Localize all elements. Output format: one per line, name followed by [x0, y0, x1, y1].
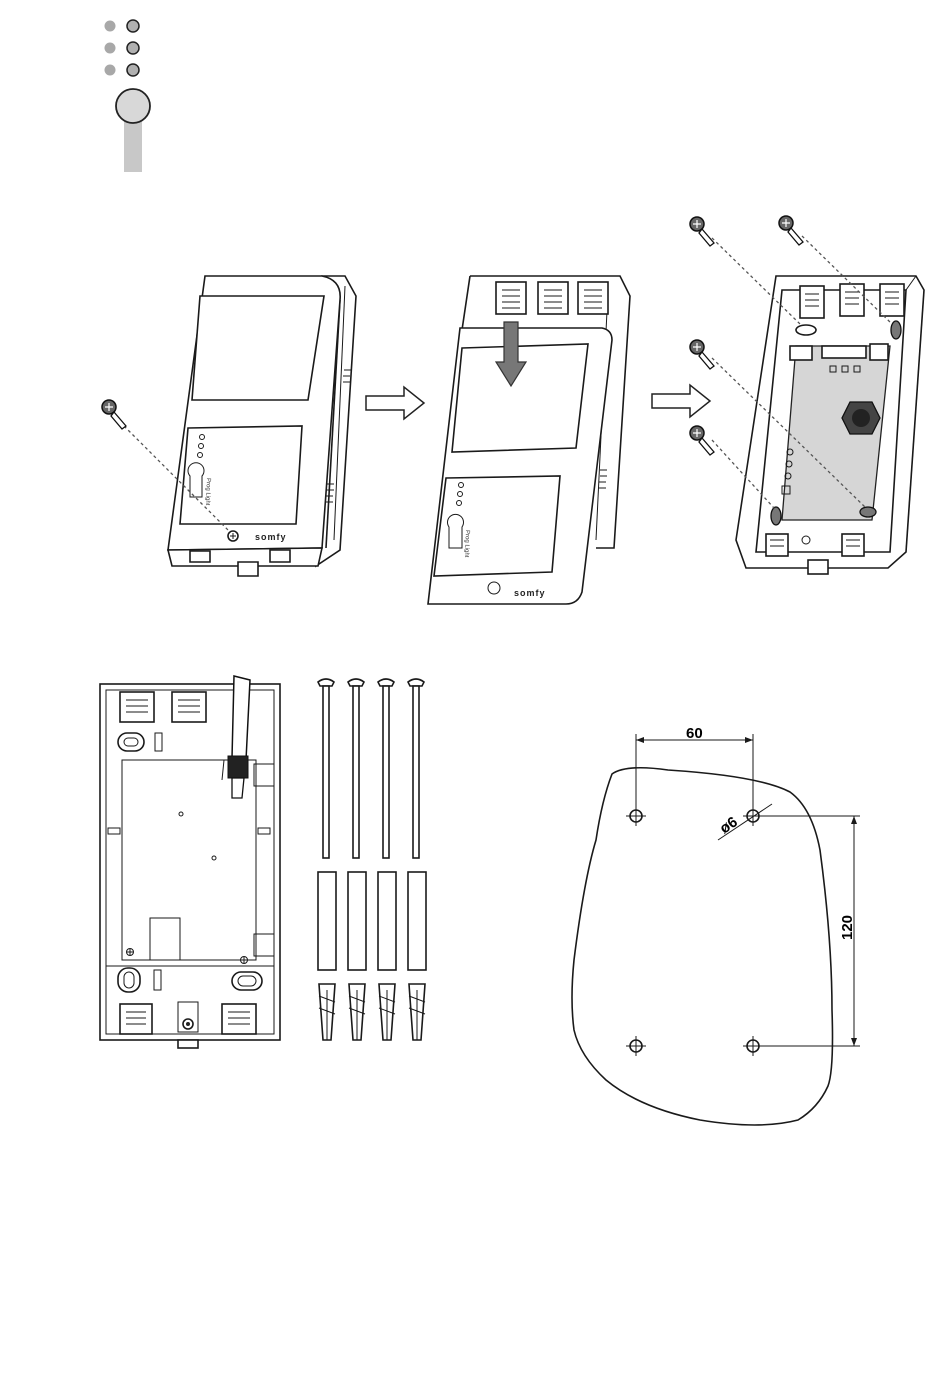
drill-hole-bottom-left [626, 1036, 646, 1056]
step3-open-base [690, 216, 924, 574]
spacer-4 [408, 872, 426, 970]
long-screw-4-icon [408, 679, 424, 858]
long-screw-1-icon [318, 679, 334, 858]
step3-screw-top-left-icon [690, 217, 714, 246]
step3-screw-top-right-icon [779, 216, 803, 245]
wall-outline [572, 768, 833, 1125]
spacer-1 [318, 872, 336, 970]
long-screw-2-icon [348, 679, 364, 858]
step1-prog-label: Prog Light [204, 478, 211, 506]
step2-prog-label: Prog Light [463, 530, 470, 558]
step3-screw-middle-icon [690, 340, 714, 369]
long-screw-3-icon [378, 679, 394, 858]
spacer-3 [378, 872, 396, 970]
step2-sliding-cover: Prog Light somfy [428, 276, 630, 604]
step2-brand-logo: somfy [514, 588, 546, 598]
drilling-template: 60 120 ø6 [572, 725, 860, 1125]
wall-plug-4-icon [409, 984, 425, 1040]
step1-closed-unit: Prog Light somfy [102, 276, 356, 576]
header-led-tab-icon [105, 20, 151, 172]
mounting-screws-and-plugs [318, 679, 426, 1040]
spacer-2 [348, 872, 366, 970]
step3-screw-lower-icon [690, 426, 714, 455]
wall-plug-1-icon [319, 984, 335, 1040]
step1-brand-logo: somfy [255, 532, 287, 542]
dim-hole-diameter: ø6 [717, 813, 741, 837]
step1-screw-icon [102, 400, 126, 429]
drill-hole-top-left [626, 806, 646, 826]
back-plate [100, 676, 280, 1048]
step-arrow-1-icon [366, 387, 424, 419]
dim-vertical-spacing: 120 [839, 915, 856, 940]
wall-plug-3-icon [379, 984, 395, 1040]
dim-horizontal-spacing: 60 [686, 725, 703, 742]
wall-plug-2-icon [349, 984, 365, 1040]
step-arrow-2-icon [652, 385, 710, 417]
